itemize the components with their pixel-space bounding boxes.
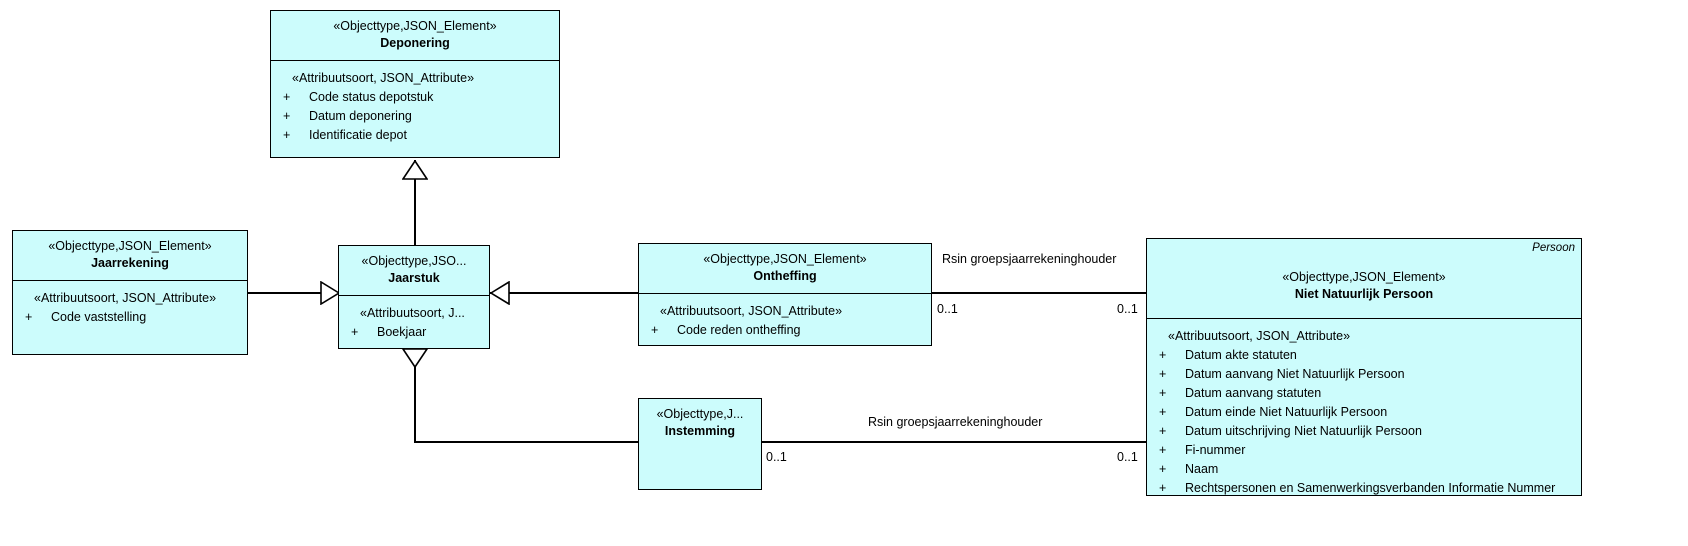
class-jaarstuk-header: «Objecttype,JSO... Jaarstuk (339, 246, 489, 296)
attribute-name: Code reden ontheffing (677, 323, 801, 337)
class-jaarstuk-name: Jaarstuk (388, 271, 440, 285)
attribute-name: Datum einde Niet Natuurlijk Persoon (1185, 405, 1388, 419)
edge-label-ontheffing-nnp: Rsin groepsjaarrekeninghouder (942, 252, 1117, 266)
class-jaarrekening-name: Jaarrekening (91, 256, 169, 270)
attribute-visibility: + (25, 310, 33, 324)
class-jaarrekening-stereotype: «Objecttype,JSON_Element» (48, 239, 212, 253)
attribute-stereotype: «Attribuutsoort, JSON_Attribute» (660, 304, 843, 318)
class-nnp-header: Persoon «Objecttype,JSON_Element» Niet N… (1147, 239, 1581, 319)
class-jaarrekening-attributes: «Attribuutsoort, JSON_Attribute» + Code v… (13, 281, 247, 333)
class-deponering-stereotype: «Objecttype,JSON_Element» (333, 19, 497, 33)
attribute-visibility: + (1159, 481, 1167, 495)
attribute-name: Datum akte statuten (1185, 348, 1297, 362)
connector-jaarstuk-deponering (414, 160, 416, 246)
multiplicity-instemming-target: 0..1 (1117, 450, 1138, 464)
multiplicity-instemming-source: 0..1 (766, 450, 787, 464)
class-deponering-name: Deponering (380, 36, 450, 50)
attribute-visibility: + (1159, 405, 1167, 419)
class-jaarstuk-stereotype: «Objecttype,JSO... (361, 254, 467, 268)
attribute-visibility: + (1159, 367, 1167, 381)
attribute-row: + Naam (1151, 460, 1577, 479)
class-ontheffing[interactable]: «Objecttype,JSON_Element» Ontheffing «At… (638, 243, 932, 346)
attribute-stereotype: «Attribuutsoort, J... (360, 306, 465, 320)
attribute-row: + Code reden ontheffing (643, 321, 927, 340)
connector-instemming-nnp (761, 441, 1147, 443)
attribute-visibility: + (283, 109, 291, 123)
attribute-stereotype: «Attribuutsoort, JSON_Attribute» (1168, 329, 1351, 343)
attribute-row: + Datum aanvang statuten (1151, 384, 1577, 403)
class-ontheffing-attributes: «Attribuutsoort, JSON_Attribute» + Code r… (639, 294, 931, 346)
class-niet-natuurlijk-persoon[interactable]: Persoon «Objecttype,JSON_Element» Niet N… (1146, 238, 1582, 496)
attribute-visibility: + (1159, 443, 1167, 457)
attribute-row: + Datum akte statuten (1151, 346, 1577, 365)
class-instemming-stereotype: «Objecttype,J... (656, 407, 744, 421)
attribute-visibility: + (1159, 424, 1167, 438)
attribute-name: Identificatie depot (309, 128, 407, 142)
class-jaarrekening[interactable]: «Objecttype,JSON_Element» Jaarrekening «… (12, 230, 248, 355)
attribute-row: + Datum uitschrijving Niet Natuurlijk Per… (1151, 422, 1577, 441)
class-deponering-attributes: «Attribuutsoort, JSON_Attribute» + Code s… (271, 61, 559, 151)
attribute-name: Fi-nummer (1185, 443, 1246, 457)
attribute-row: + Code vaststelling (17, 308, 243, 327)
attribute-visibility: + (351, 325, 359, 339)
class-deponering[interactable]: «Objecttype,JSON_Element» Deponering «At… (270, 10, 560, 158)
edge-label-instemming-nnp: Rsin groepsjaarrekeninghouder (868, 415, 1043, 429)
attribute-row: + Code status depotstuk (275, 88, 555, 107)
class-instemming-header: «Objecttype,J... Instemming (639, 399, 761, 448)
attribute-name: Code vaststelling (51, 310, 147, 324)
class-nnp-package-label: Persoon (1532, 242, 1575, 254)
attribute-visibility: + (283, 90, 291, 104)
attribute-name: Datum aanvang statuten (1185, 386, 1322, 400)
attribute-row: + Rechtspersonen en Samenwerkingsverbande… (1151, 479, 1577, 498)
class-instemming[interactable]: «Objecttype,J... Instemming (638, 398, 762, 490)
attribute-name: Boekjaar (377, 325, 427, 339)
attribute-name: Datum aanvang Niet Natuurlijk Persoon (1185, 367, 1405, 381)
connector-ontheffing-jaarstuk (490, 292, 638, 294)
connector-instemming-jaarstuk-vertical (414, 360, 416, 443)
attribute-visibility: + (651, 323, 659, 337)
class-nnp-name: Niet Natuurlijk Persoon (1294, 287, 1434, 301)
class-nnp-attributes: «Attribuutsoort, JSON_Attribute» + Datum … (1147, 319, 1581, 504)
attribute-row: + Boekjaar (343, 323, 485, 342)
attribute-name: Rechtspersonen en Samenwerkingsverbanden… (1185, 481, 1556, 495)
generalization-arrow-deponering (402, 160, 428, 180)
class-ontheffing-header: «Objecttype,JSON_Element» Ontheffing (639, 244, 931, 294)
generalization-arrow-jaarstuk-left (320, 281, 340, 305)
attribute-name: Code status depotstuk (309, 90, 434, 104)
class-jaarstuk[interactable]: «Objecttype,JSO... Jaarstuk «Attribuutso… (338, 245, 490, 349)
attribute-name: Datum uitschrijving Niet Natuurlijk Pers… (1185, 424, 1422, 438)
attribute-visibility: + (1159, 386, 1167, 400)
class-nnp-stereotype: «Objecttype,JSON_Element» (1282, 270, 1446, 284)
connector-ontheffing-nnp (931, 292, 1147, 294)
generalization-arrow-jaarstuk-right (490, 281, 510, 305)
attribute-stereotype: «Attribuutsoort, JSON_Attribute» (292, 71, 475, 85)
attribute-visibility: + (1159, 348, 1167, 362)
class-jaarstuk-attributes: «Attribuutsoort, J... + Boekjaar (339, 296, 489, 348)
attribute-row: + Datum einde Niet Natuurlijk Persoon (1151, 403, 1577, 422)
attribute-row: + Identificatie depot (275, 126, 555, 145)
connector-instemming-jaarstuk-horizontal (414, 441, 640, 443)
attribute-row: + Fi-nummer (1151, 441, 1577, 460)
connector-jaarrekening-jaarstuk (248, 292, 338, 294)
multiplicity-ontheffing-target: 0..1 (1117, 302, 1138, 316)
class-deponering-header: «Objecttype,JSON_Element» Deponering (271, 11, 559, 61)
attribute-name: Naam (1185, 462, 1219, 476)
class-instemming-name: Instemming (664, 424, 736, 438)
class-ontheffing-name: Ontheffing (753, 269, 817, 283)
generalization-arrow-jaarstuk-bottom (402, 348, 428, 368)
attribute-stereotype: «Attribuutsoort, JSON_Attribute» (34, 291, 217, 305)
attribute-row: + Datum aanvang Niet Natuurlijk Persoon (1151, 365, 1577, 384)
class-jaarrekening-header: «Objecttype,JSON_Element» Jaarrekening (13, 231, 247, 281)
attribute-visibility: + (283, 128, 291, 142)
attribute-visibility: + (1159, 462, 1167, 476)
class-ontheffing-stereotype: «Objecttype,JSON_Element» (703, 252, 867, 266)
multiplicity-ontheffing-source: 0..1 (937, 302, 958, 316)
attribute-row: + Datum deponering (275, 107, 555, 126)
attribute-name: Datum deponering (309, 109, 412, 123)
